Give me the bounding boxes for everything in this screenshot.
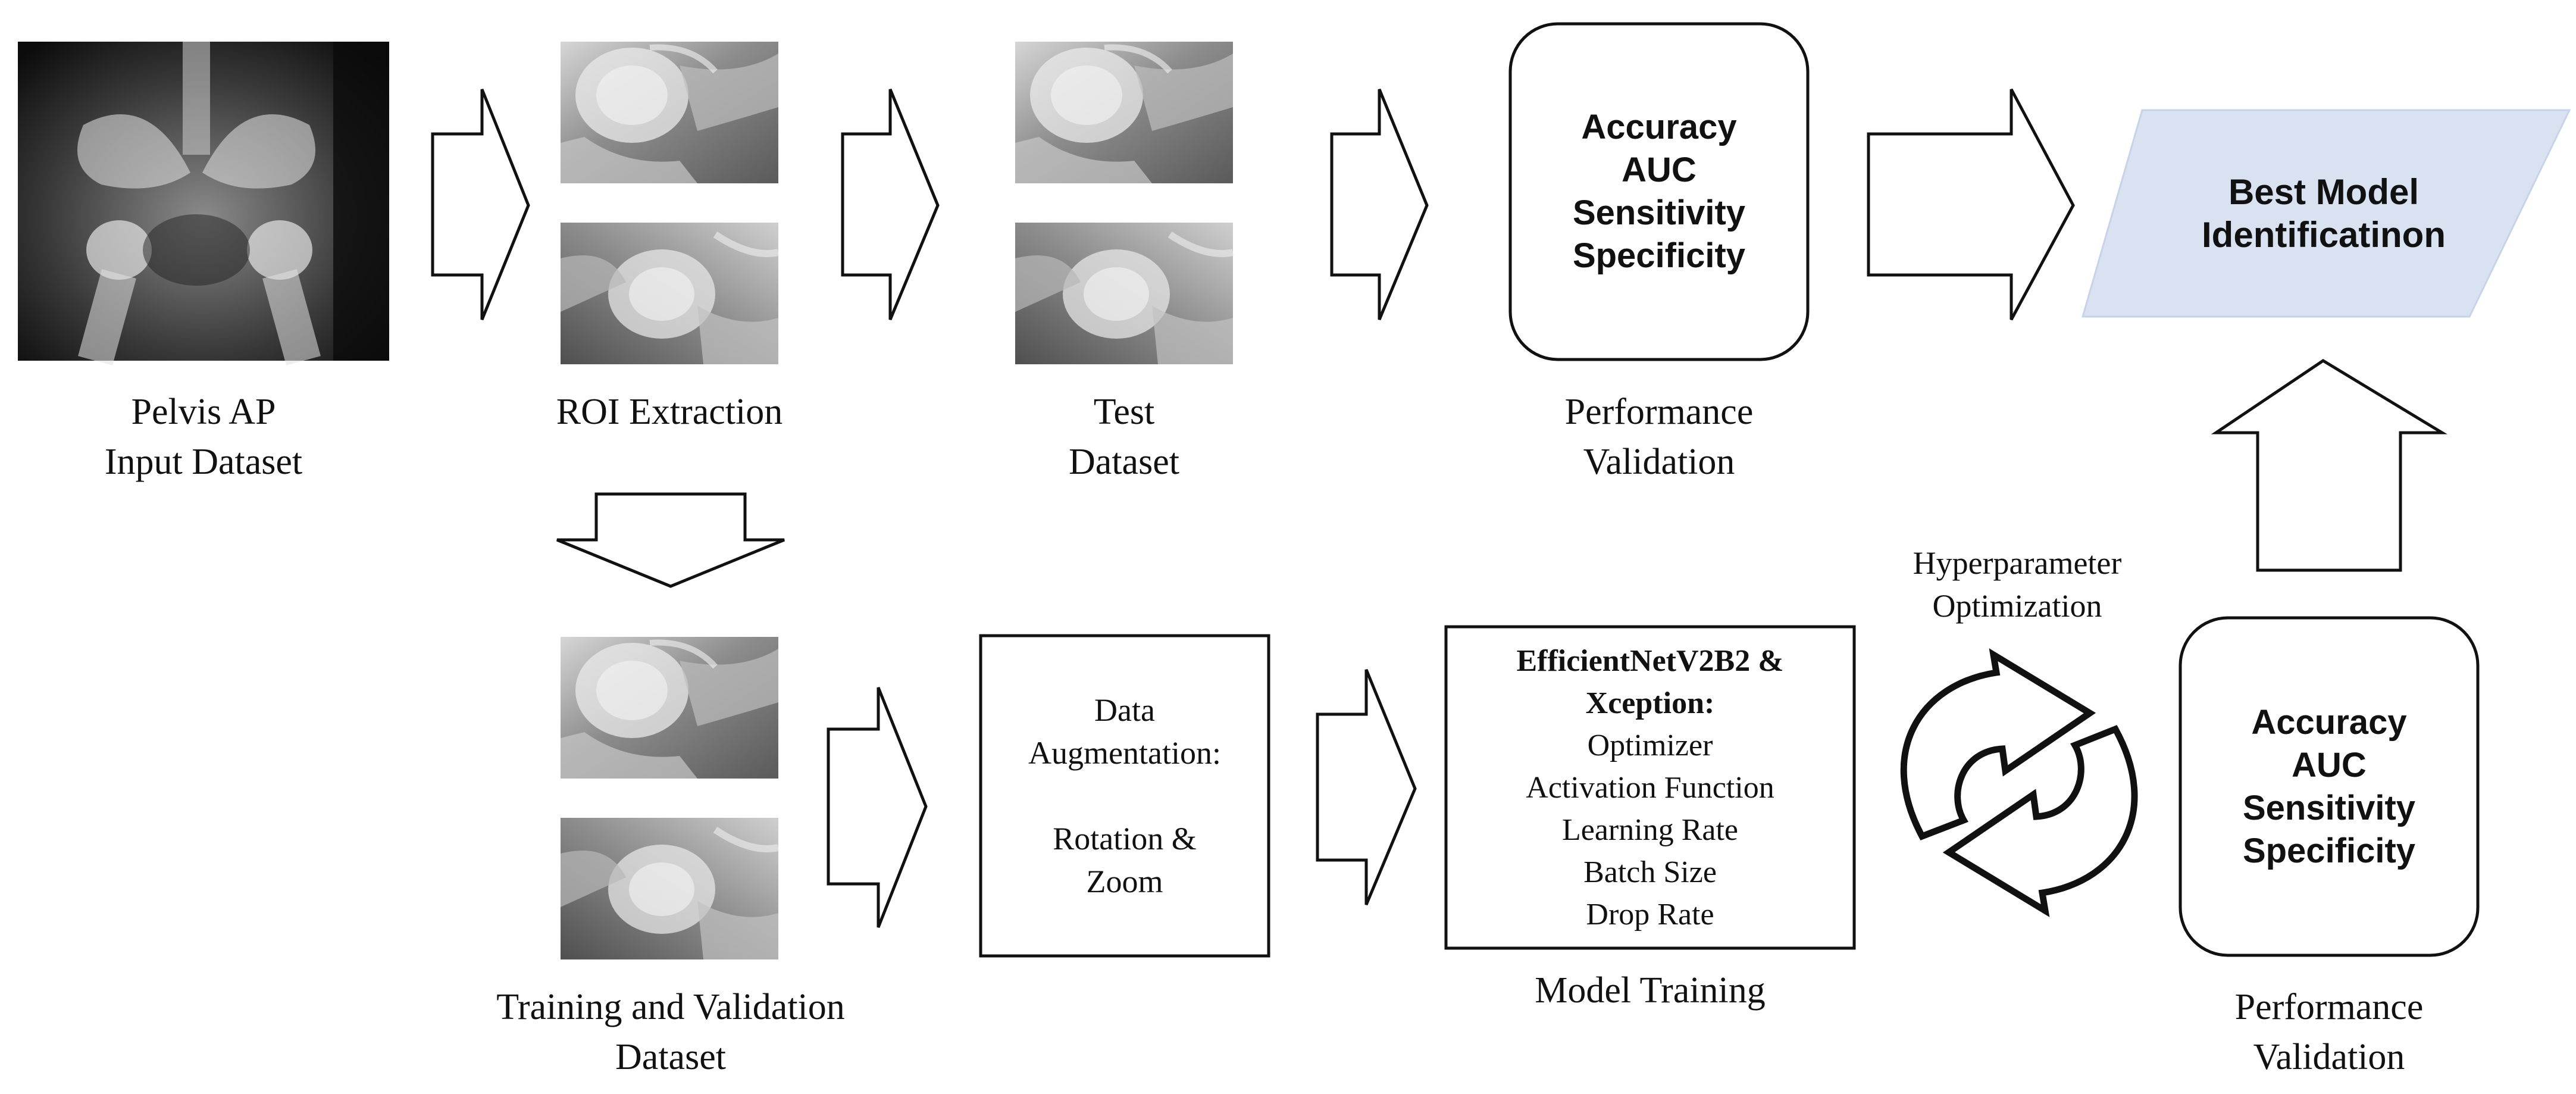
arrow-right-5	[827, 687, 928, 928]
caption-line: Hyperparameter	[1913, 545, 2122, 581]
metric-label: Specificity	[2242, 831, 2416, 870]
caption-line: Optimization	[1932, 588, 2102, 624]
metric-label: AUC	[2292, 745, 2367, 784]
roi-thumbnail-2	[561, 223, 778, 364]
training-param: Optimizer	[1587, 728, 1713, 762]
caption-pelvis-input: Pelvis AP Input Dataset	[18, 387, 389, 487]
metric-label: Accuracy	[2251, 702, 2407, 742]
augmentation-text: Data Augmentation: Rotation & Zoom	[981, 636, 1269, 956]
caption-line: ROI Extraction	[556, 392, 783, 432]
caption-line: Performance	[2234, 987, 2424, 1027]
metric-label: Specificity	[1572, 236, 1746, 275]
augmentation-line: Rotation &	[1053, 821, 1197, 857]
augmentation-box	[979, 634, 1270, 958]
caption-line: Test	[1093, 392, 1155, 432]
arrow-up	[2211, 359, 2447, 572]
train-thumbnail-2	[561, 818, 778, 959]
performance-box-top	[1508, 22, 1810, 361]
caption-test-dataset: Test Dataset	[956, 387, 1292, 487]
training-param: Batch Size	[1583, 855, 1717, 889]
performance-box-bottom	[2179, 616, 2480, 957]
arrow-right-4	[1867, 88, 2075, 321]
caption-hyperparameter: Hyperparameter Optimization	[1863, 542, 2172, 627]
arrow-right-2	[841, 89, 940, 320]
arrow-right-3	[1330, 89, 1429, 320]
best-model-line: Best Model	[2228, 171, 2420, 212]
caption-performance-top: Performance Validation	[1481, 387, 1838, 487]
test-thumbnail-2	[1015, 223, 1233, 364]
training-box	[1444, 625, 1856, 950]
augmentation-line: Zoom	[1086, 864, 1163, 899]
metrics-top: Accuracy AUC Sensitivity Specificity	[1510, 24, 1808, 360]
caption-line: Model Training	[1535, 970, 1766, 1011]
augmentation-line: Data	[1094, 692, 1155, 728]
metric-label: Sensitivity	[2242, 788, 2416, 827]
metric-label: Sensitivity	[1572, 193, 1746, 232]
arrow-right-6	[1316, 669, 1417, 905]
caption-line: Validation	[1583, 442, 1735, 482]
train-thumbnail-1	[561, 637, 778, 779]
caption-model-training: Model Training	[1446, 965, 1854, 1015]
caption-roi-extraction: ROI Extraction	[501, 387, 838, 437]
training-model-name: EfficientNetV2B2 &	[1516, 643, 1784, 678]
training-param: Learning Rate	[1562, 812, 1738, 847]
metric-label: AUC	[1622, 151, 1697, 189]
arrow-down	[556, 492, 785, 588]
caption-line: Performance	[1564, 392, 1754, 432]
best-model-text: Best Model Identificatinon	[2107, 110, 2541, 317]
augmentation-line: Augmentation:	[1028, 735, 1221, 771]
caption-line: Validation	[2253, 1037, 2405, 1077]
caption-line: Pelvis AP	[131, 392, 276, 432]
caption-line: Dataset	[1069, 442, 1179, 482]
caption-training-validation: Training and Validation Dataset	[452, 982, 889, 1082]
pelvis-xray-image	[18, 42, 389, 365]
training-model-name: Xception:	[1585, 686, 1715, 720]
training-param: Activation Function	[1526, 770, 1774, 805]
arrow-right-1	[431, 89, 530, 320]
best-model-line: Identificatinon	[2202, 214, 2446, 255]
metric-label: Accuracy	[1581, 108, 1737, 146]
metrics-bottom: Accuracy AUC Sensitivity Specificity	[2180, 618, 2478, 955]
caption-line: Training and Validation	[496, 987, 845, 1027]
training-param: Drop Rate	[1586, 897, 1714, 932]
roi-thumbnail-1	[561, 42, 778, 183]
best-model-shape	[2082, 109, 2571, 318]
cycle-arrows-icon	[1900, 648, 2138, 917]
caption-line: Input Dataset	[104, 442, 303, 482]
caption-performance-bottom: Performance Validation	[2151, 982, 2508, 1082]
training-text: EfficientNetV2B2 & Xception: Optimizer A…	[1446, 627, 1854, 948]
test-thumbnail-1	[1015, 42, 1233, 183]
caption-line: Dataset	[615, 1037, 726, 1077]
